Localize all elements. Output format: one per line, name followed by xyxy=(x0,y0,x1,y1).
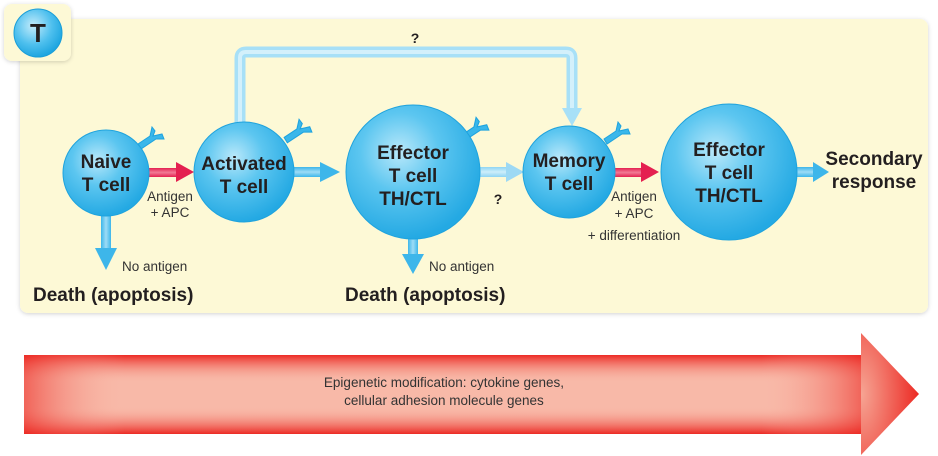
arrow-memory-to-effector2 xyxy=(613,162,659,182)
arrow-effector2-to-secondary xyxy=(795,162,829,182)
cell-memory: Memory T cell xyxy=(522,125,616,219)
cell-naive: Naive T cell xyxy=(62,129,150,217)
cell-label: T cell xyxy=(545,174,594,195)
cell-label: Memory xyxy=(533,151,606,172)
epigenetic-band-arrow: Epigenetic modification: cytokine genes,… xyxy=(24,333,919,455)
cell-label: T cell xyxy=(220,177,269,198)
antigen-label: + APC xyxy=(615,206,654,221)
arrow-naive-to-activated xyxy=(148,162,194,182)
antigen-label: + APC xyxy=(151,205,190,220)
cell-label: Effector xyxy=(693,140,765,161)
death-label: Death (apoptosis) xyxy=(33,285,193,306)
arrow-effector-to-memory xyxy=(480,162,524,182)
death-label: Death (apoptosis) xyxy=(345,285,505,306)
arrow-naive-death xyxy=(95,214,117,270)
top-question-label: ? xyxy=(411,30,420,46)
antigen-label: Antigen xyxy=(147,189,193,204)
cell-label: Effector xyxy=(377,143,449,164)
secondary-response-label: Secondary xyxy=(825,149,923,170)
cell-label: T cell xyxy=(705,163,754,184)
cell-label: TH/CTL xyxy=(695,186,763,207)
cell-activated: Activated T cell xyxy=(193,121,295,223)
cell-label: Activated xyxy=(201,154,287,175)
loop-arrow-inner xyxy=(238,50,574,124)
loop-arrowhead xyxy=(562,108,582,126)
arrow-effector-death xyxy=(402,238,424,274)
badge-circle xyxy=(13,8,63,58)
no-antigen-label: No antigen xyxy=(429,259,494,274)
cell-label: TH/CTL xyxy=(379,189,447,210)
band-text: cellular adhesion molecule genes xyxy=(344,393,544,408)
antigen-label: + differentiation xyxy=(588,228,680,243)
band-text: Epigenetic modification: cytokine genes, xyxy=(324,375,564,390)
cell-effector: Effector T cell TH/CTL xyxy=(345,104,481,240)
no-antigen-label: No antigen xyxy=(122,259,187,274)
cell-effector-secondary: Effector T cell TH/CTL xyxy=(660,103,798,241)
arrow-activated-to-effector xyxy=(292,162,340,182)
cell-label: Naive xyxy=(81,152,132,173)
mid-question-label: ? xyxy=(494,191,503,207)
antigen-label: Antigen xyxy=(611,189,657,204)
badge-letter: T xyxy=(30,18,46,48)
secondary-response-label: response xyxy=(832,172,916,193)
cell-label: T cell xyxy=(389,166,438,187)
cell-label: T cell xyxy=(82,175,131,196)
